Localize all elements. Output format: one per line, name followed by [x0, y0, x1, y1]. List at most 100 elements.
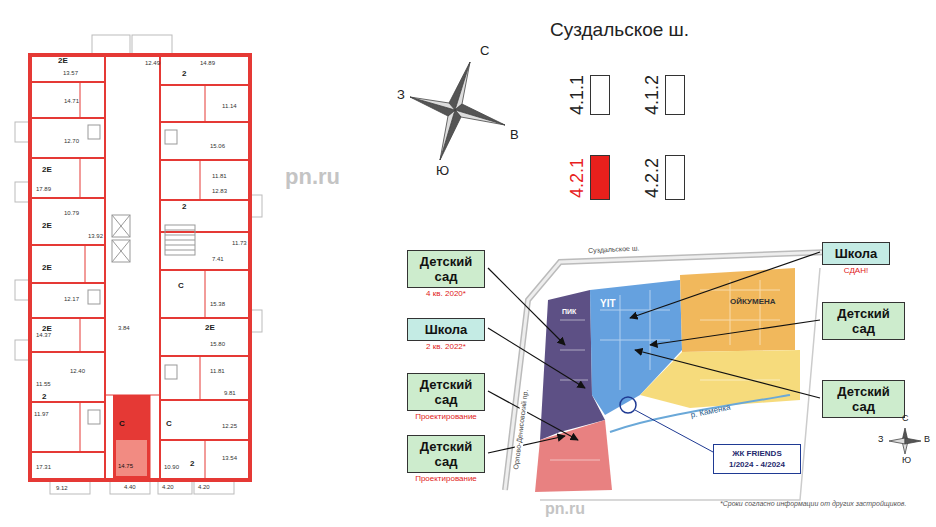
- small-compass: [905, 438, 921, 444]
- walls: [159, 55, 161, 480]
- room-area: 12.25: [222, 423, 237, 430]
- compass: [410, 62, 505, 160]
- kindergarten-callout: Детский сад: [822, 302, 905, 340]
- building-selector: 4.1.1: [590, 75, 610, 115]
- compass: [440, 110, 461, 160]
- map-label: В: [924, 435, 930, 445]
- kindergarten-callout: Детский сад: [822, 380, 905, 418]
- leader-arrow: [488, 391, 578, 440]
- room-area: 12.70: [64, 138, 79, 145]
- balcony: [15, 280, 30, 300]
- room-area: 13.92: [88, 233, 103, 240]
- node-note: СДАН!: [811, 266, 901, 275]
- leader-arrow: [630, 252, 820, 318]
- watermark: pn.ru: [285, 165, 340, 189]
- node-title: Детский сад: [412, 439, 480, 469]
- balcony: [50, 480, 90, 494]
- map-label: YIT: [600, 298, 616, 309]
- fixtures: [165, 230, 195, 250]
- map-label: 2Е: [42, 166, 52, 175]
- site-map: [550, 280, 780, 460]
- map-label: С: [119, 420, 125, 429]
- fixtures: [88, 290, 100, 304]
- map-label: З: [878, 435, 883, 445]
- fixtures: [112, 240, 130, 262]
- node-title: Детский сад: [827, 384, 900, 414]
- room-area: 11.73: [232, 240, 247, 247]
- site-map: [535, 420, 612, 492]
- node-note: Проектирование: [396, 474, 496, 483]
- room-area: 11.81: [212, 173, 227, 180]
- room-area: 15.80: [210, 341, 225, 348]
- map-label: С: [902, 414, 909, 424]
- map-label: р. Каменка: [690, 404, 731, 421]
- selected-apartment: [113, 395, 150, 480]
- leader-arrow: [488, 252, 820, 453]
- balcony: [110, 480, 150, 494]
- small-compass: [889, 428, 921, 454]
- room-area: 13.57: [63, 70, 78, 77]
- map-label: 2: [42, 393, 46, 402]
- balcony: [194, 480, 234, 494]
- room-area: 12.17: [64, 296, 79, 303]
- kindergarten-callout: Детский садПроектирование: [407, 373, 485, 411]
- compass: [449, 62, 470, 110]
- compass: [410, 97, 455, 110]
- site-map: [640, 350, 800, 408]
- compass: [455, 110, 505, 125]
- map-label: 2: [182, 70, 186, 79]
- room-area: 15.38: [210, 301, 225, 308]
- map-label: 2Е: [58, 57, 68, 66]
- walls: [30, 55, 250, 480]
- walls: [30, 82, 105, 452]
- room-area: 17.89: [36, 186, 51, 193]
- room-area: 4.20: [198, 484, 210, 491]
- room-area: 9.81: [224, 390, 236, 397]
- fixtures: [88, 410, 100, 424]
- node-note: 2 кв. 2022*: [396, 342, 496, 351]
- balcony: [15, 35, 262, 494]
- room-area: 11.81: [210, 368, 225, 375]
- compass: [440, 110, 455, 160]
- room-area: 14.75: [118, 463, 133, 470]
- small-compass: [889, 438, 905, 444]
- map-label: ПИК: [562, 308, 576, 316]
- room-area: 3.84: [118, 325, 130, 332]
- map-label: В: [510, 128, 519, 142]
- map-label: Орлово-Денисовский пр.: [512, 388, 530, 471]
- room-area: 10.79: [64, 210, 79, 217]
- room-area: 12.49: [145, 60, 160, 67]
- node-title: Детский сад: [412, 254, 480, 284]
- fixtures: [165, 130, 177, 144]
- map-label: Ю: [436, 164, 449, 178]
- node-title: Школа: [412, 322, 480, 337]
- room-area: 11.55: [36, 381, 51, 388]
- node-title: 4.2.2: [642, 157, 662, 197]
- school-callout: Школа2 кв. 2022*: [407, 318, 485, 341]
- balcony: [15, 340, 30, 360]
- map-label: Суздальское ш.: [550, 20, 689, 41]
- map-label: 2Е: [42, 264, 52, 273]
- fixtures: [88, 125, 195, 424]
- room-area: 14.71: [64, 98, 79, 105]
- kindergarten-callout: Детский садПроектирование: [407, 435, 485, 473]
- compass: [455, 62, 470, 110]
- node-note: Проектирование: [396, 412, 496, 421]
- walls: [160, 85, 250, 440]
- site-map: [610, 395, 790, 432]
- map-label: 2: [190, 460, 194, 469]
- map-label: 2Е: [42, 325, 52, 334]
- site-map: [620, 280, 760, 390]
- kindergarten-callout: Детский сад4 кв. 2020*: [407, 250, 485, 288]
- map-label: 2Е: [205, 324, 215, 333]
- node-title: ЖК FRIENDS: [718, 448, 796, 459]
- map-label: Суздальское ш.: [588, 244, 640, 254]
- fixtures: [165, 365, 177, 379]
- building-selector: 4.2.2: [665, 155, 685, 200]
- fixtures: [165, 225, 195, 255]
- room-area: 4.40: [124, 484, 136, 491]
- room-area: 17.31: [36, 464, 51, 471]
- map-label: 2Е: [42, 222, 52, 231]
- fixtures: [112, 215, 130, 237]
- site-map: [550, 290, 780, 460]
